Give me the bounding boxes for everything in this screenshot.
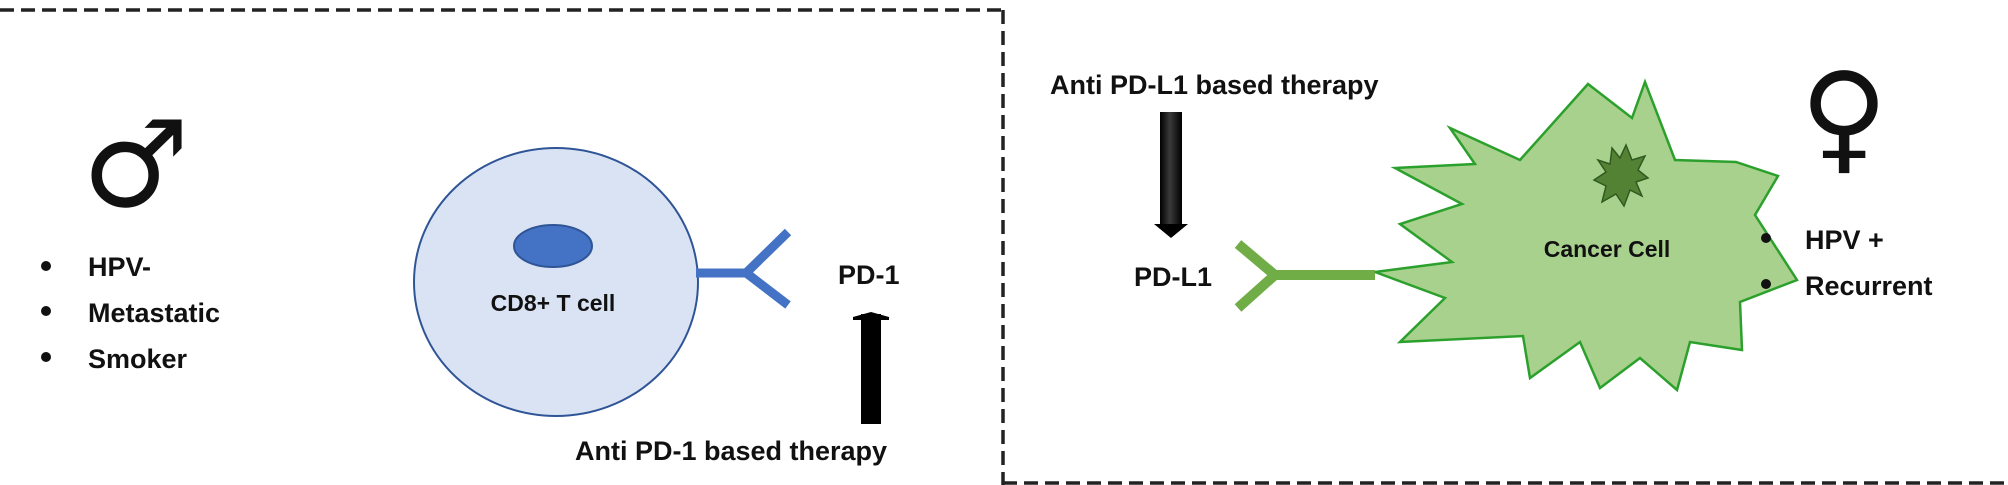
characteristic-item-hpv-positive: HPV +	[1805, 225, 1884, 255]
pdl1-label: PD-L1	[1134, 262, 1212, 292]
t-cell-label: CD8+ T cell	[491, 290, 616, 316]
characteristic-item-hpv-negative: HPV-	[88, 252, 151, 282]
anti-pdl1-arrowhead	[1154, 224, 1188, 238]
pdl1-ligand-icon	[1234, 240, 1375, 312]
bullet	[1761, 233, 1771, 243]
right-characteristics-list: HPV + Recurrent	[1761, 225, 1933, 301]
anti-pd1-arrowhead	[853, 312, 889, 320]
t-cell-nucleus	[513, 224, 593, 268]
cancer-cell	[1374, 78, 1799, 393]
cd8-t-cell	[413, 147, 699, 417]
cancer-cell-label: Cancer Cell	[1544, 236, 1671, 262]
left-characteristics-list: HPV- Metastatic Smoker	[41, 252, 220, 374]
anti-pdl1-therapy-label: Anti PD-L1 based therapy	[1050, 70, 1379, 100]
bullet	[41, 306, 51, 316]
characteristic-item-metastatic: Metastatic	[88, 298, 220, 328]
anti-pdl1-arrow	[1160, 112, 1182, 224]
bullet	[41, 352, 51, 362]
pd1-receptor-icon	[696, 228, 792, 309]
cancer-cell-nucleus	[1592, 143, 1650, 208]
anti-pd1-therapy-label: Anti PD-1 based therapy	[575, 436, 887, 466]
male-symbol-icon: ♂	[82, 96, 190, 235]
anti-pd1-arrow	[853, 312, 889, 424]
characteristic-item-recurrent: Recurrent	[1805, 271, 1933, 301]
bullet	[1761, 279, 1771, 289]
characteristic-item-smoker: Smoker	[88, 344, 188, 374]
female-symbol-icon: ♀	[1800, 48, 1888, 187]
pd1-label: PD-1	[838, 260, 900, 290]
bullet	[41, 261, 51, 271]
